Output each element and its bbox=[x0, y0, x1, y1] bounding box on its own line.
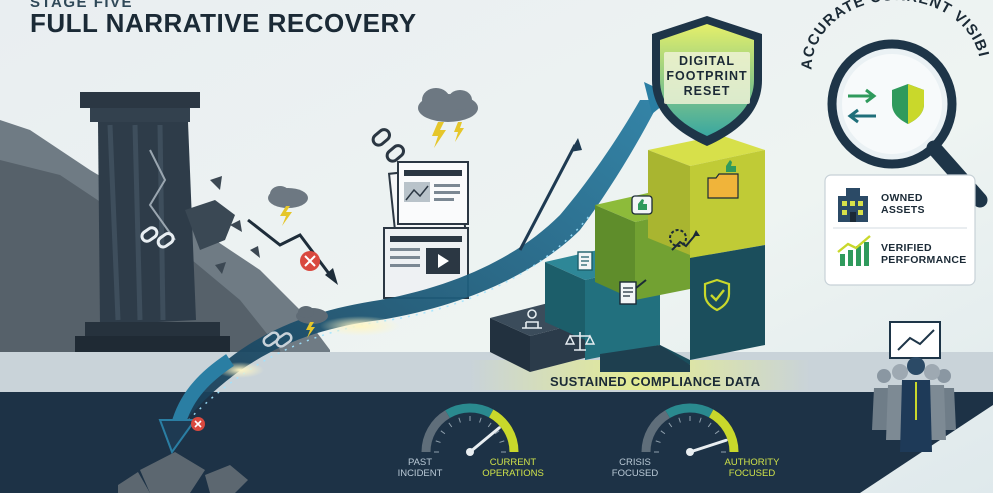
storm-cloud-icon bbox=[418, 88, 478, 148]
certificate-scroll-icon bbox=[619, 279, 647, 305]
stage-eyebrow: STAGE FIVE bbox=[30, 0, 134, 11]
storm-cloud-icon bbox=[268, 186, 308, 226]
gauge-2-right-label: AUTHORITY FOCUSED bbox=[724, 457, 780, 479]
approval-person-icon bbox=[522, 309, 542, 329]
settings-growth-icon bbox=[669, 229, 700, 251]
gauge-2-left-label: CRISIS FOCUSED bbox=[611, 457, 659, 479]
scales-of-justice-icon bbox=[564, 332, 596, 351]
broken-column bbox=[75, 92, 235, 352]
broken-link-icon bbox=[140, 226, 175, 249]
gauge-1-left-label: PAST INCIDENT bbox=[397, 457, 443, 479]
compliance-staircase bbox=[490, 135, 765, 372]
ground-rubble bbox=[118, 452, 248, 493]
broken-link-icon bbox=[371, 128, 406, 163]
building-icon bbox=[838, 188, 868, 222]
checklist-icon bbox=[577, 251, 593, 271]
crash-arrow bbox=[158, 354, 234, 455]
thumbs-up-icon bbox=[631, 195, 653, 215]
folder-thumbs-up-icon bbox=[707, 160, 739, 199]
audience-people-icon bbox=[872, 357, 956, 452]
debris-pieces bbox=[210, 176, 260, 274]
alert-x-icon bbox=[300, 251, 320, 271]
upward-arrow bbox=[518, 138, 582, 251]
foundation-label: SUSTAINED COMPLIANCE DATA bbox=[550, 374, 761, 389]
storm-cloud-icon bbox=[296, 306, 328, 338]
verified-performance-label: VERIFIED PERFORMANCE bbox=[881, 242, 967, 266]
visibility-arc-text: ACCURATE CURRENT VISIBILITY bbox=[794, 0, 992, 70]
shield-label: DIGITAL FOOTPRINT RESET bbox=[666, 54, 748, 98]
shield-check-icon bbox=[703, 278, 731, 312]
owned-assets-label: OWNED ASSETS bbox=[881, 192, 925, 216]
news-documents bbox=[383, 161, 469, 299]
growth-chart-icon bbox=[837, 235, 871, 266]
magnifier-icon bbox=[827, 39, 988, 208]
page-title: FULL NARRATIVE RECOVERY bbox=[30, 8, 417, 38]
visibility-arc-label: ACCURATE CURRENT VISIBILITY bbox=[794, 0, 991, 70]
gauge-1-right-label: CURRENT OPERATIONS bbox=[482, 457, 544, 479]
digital-footprint-shield bbox=[652, 16, 762, 146]
chain-link-icon bbox=[262, 331, 293, 348]
